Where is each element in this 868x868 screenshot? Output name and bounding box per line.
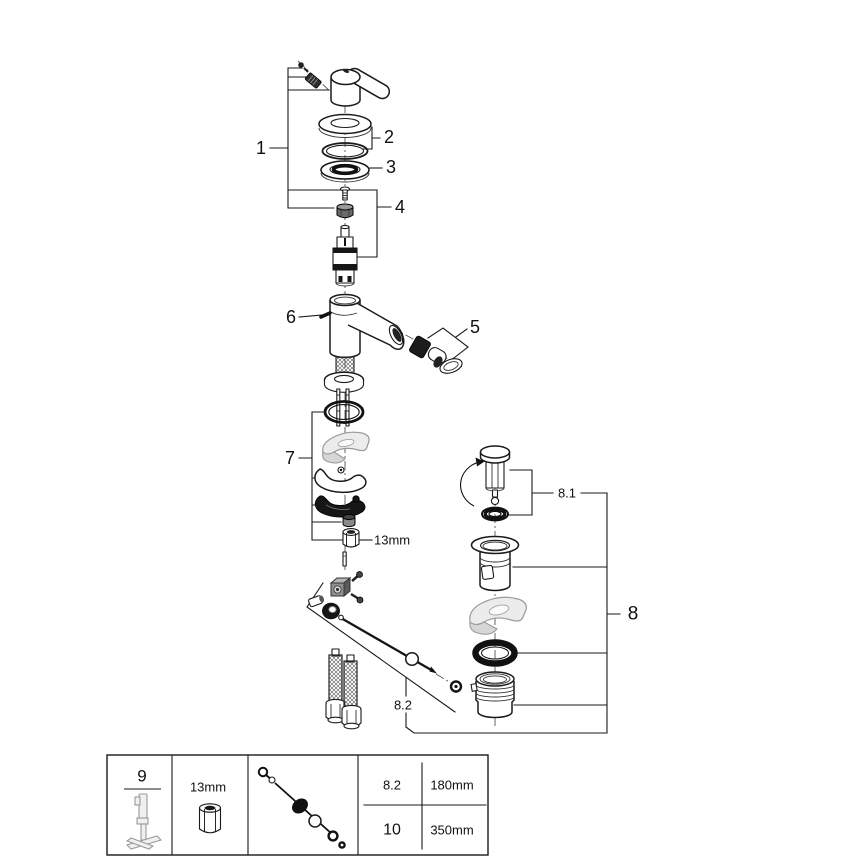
- hex-nut-13mm: [342, 528, 360, 548]
- bracket-4: [354, 189, 392, 258]
- body-pin: [319, 311, 332, 319]
- handle-screw: [298, 62, 304, 68]
- rotation-arrow: [459, 461, 480, 507]
- pop-up-plug: [459, 445, 511, 507]
- callout-labels: 1 2 3 4 5 6 7 8 8.1 8.2 13mm: [256, 127, 638, 713]
- spec-length-350: 350mm: [430, 823, 473, 838]
- plug-seal-ring: [481, 506, 509, 522]
- drain-body: [470, 671, 515, 719]
- callout-4-label: 4: [395, 197, 405, 217]
- cartridge-cap-nut: [336, 203, 354, 219]
- handle-assembly: [298, 62, 391, 107]
- cartridge-screw: [339, 186, 351, 201]
- bracket-8: [405, 492, 621, 734]
- mounting-tool-illustration: [125, 793, 163, 850]
- drain-flange: [470, 535, 520, 592]
- rod-joint-block: [308, 571, 364, 620]
- cartridge: [332, 224, 358, 287]
- legend-table: [106, 754, 489, 856]
- threaded-shank: [323, 356, 365, 427]
- faucet-body: [319, 293, 405, 359]
- wrench-size-label: 13mm: [374, 533, 410, 548]
- handle-base: [330, 78, 361, 107]
- rod-ball: [404, 651, 420, 667]
- supply-hoses: [325, 648, 362, 730]
- mounting-stud: [336, 388, 341, 427]
- bracket-8-1: [508, 469, 608, 516]
- retaining-ring: [320, 160, 370, 183]
- spec-ref-8-2: 8.2: [383, 778, 401, 793]
- callout-8-label: 8: [628, 604, 639, 625]
- wedge-gasket: [322, 431, 370, 464]
- callout-7-label: 7: [285, 448, 295, 468]
- o-ring-seal: [321, 142, 369, 160]
- drain-o-ring: [472, 639, 518, 667]
- spec-ref-10: 10: [383, 822, 401, 839]
- center-lines: [297, 60, 496, 726]
- callout-1-label: 1: [256, 138, 266, 158]
- table-wrench-size: 13mm: [190, 780, 226, 795]
- drain-wedge-gasket: [469, 596, 527, 635]
- handle-pin: [304, 72, 322, 89]
- mounting-nut-small: [342, 513, 356, 528]
- callout-5-label: 5: [470, 317, 480, 337]
- aerator: [409, 335, 431, 359]
- tool-ref-label: 9: [137, 767, 146, 786]
- hex-nut-illustration: [198, 803, 222, 834]
- pop-up-rod: [338, 614, 463, 693]
- leader-6: [298, 314, 323, 318]
- callout-6-label: 6: [286, 307, 296, 327]
- spray-nozzle: [427, 347, 463, 374]
- pivot-pin: [342, 551, 347, 567]
- spec-length-180: 180mm: [430, 778, 473, 793]
- bracket-5: [427, 327, 469, 362]
- bracket-1: [269, 67, 378, 209]
- callout-2-label: 2: [384, 127, 394, 147]
- legend-table-labels: 9 13mm 8.2 180mm 10 350mm: [137, 767, 473, 839]
- rod-assembly-illustration: [257, 766, 346, 849]
- callout-8-1-label: 8.1: [558, 486, 576, 501]
- horseshoe-washer-black: [314, 495, 366, 518]
- escutcheon-cap-ring: [318, 113, 372, 138]
- bracket-8-2: [306, 582, 456, 728]
- spout: [347, 301, 405, 351]
- mounting-stud: [345, 388, 350, 427]
- callout-8-2-label: 8.2: [394, 698, 412, 713]
- horseshoe-washer-white: [314, 466, 367, 494]
- callout-3-label: 3: [386, 157, 396, 177]
- mounting-oval-ring: [323, 400, 365, 424]
